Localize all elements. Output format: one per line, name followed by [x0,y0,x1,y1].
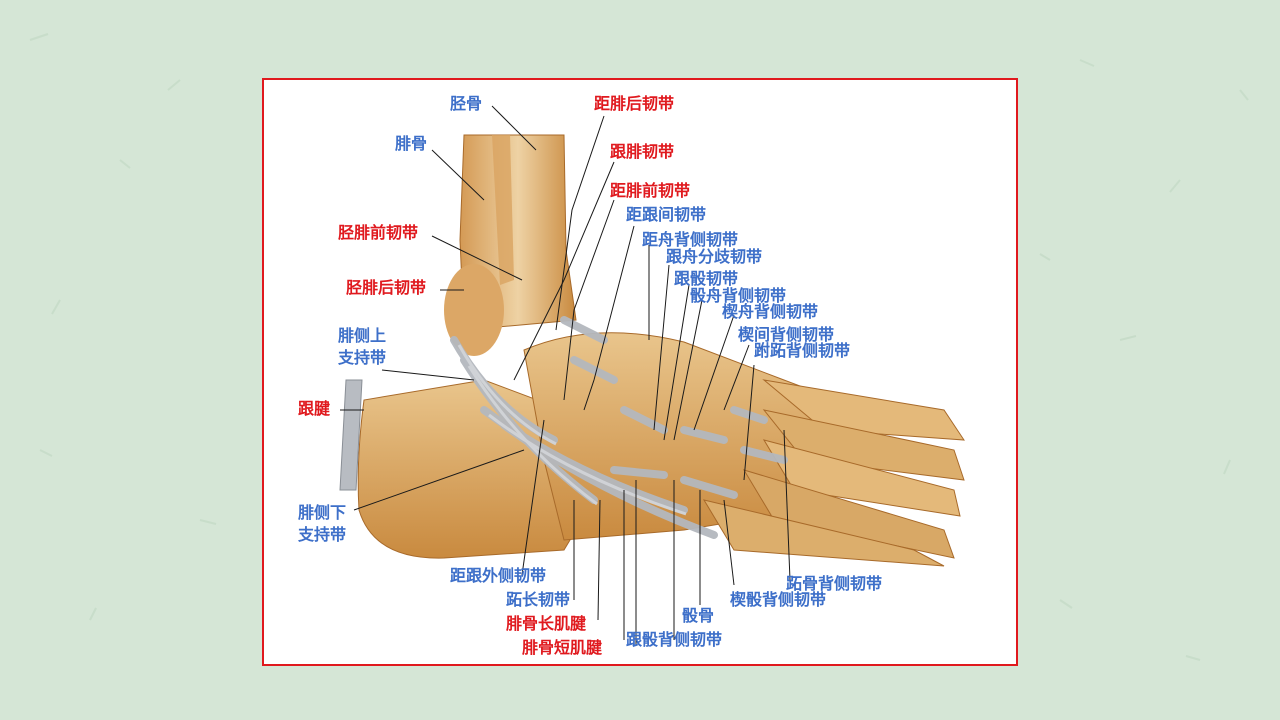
label-dorsal-cuneonavicular-ligament: 楔舟背侧韧带 [722,302,819,321]
label-dorsal-intercuneiform-ligament: 楔间背侧韧带 [738,325,835,344]
label-cuboid-bone: 骰骨 [682,606,715,625]
label-dorsal-metatarsal-ligament: 跖骨背侧韧带 [786,574,883,593]
label-post-tibiofibular-ligament: 胫腓后韧带 [346,278,427,297]
label-dorsal-cuboideonavicular-ligament: 骰舟背侧韧带 [690,286,787,305]
label-superior-peroneal-retinaculum: 腓侧上 支持带 [338,326,387,367]
label-calcaneocuboid-ligament: 跟骰韧带 [674,269,739,288]
label-peroneus-brevis-tendon: 腓骨短肌腱 [522,638,603,657]
label-bifurcate-ligament: 跟舟分歧韧带 [666,247,763,266]
ankle-ligament-illustration [339,105,965,646]
label-dorsal-calcaneocuboid-ligament: 跟骰背侧韧带 [626,630,723,649]
label-ant-tibiofibular-ligament: 胫腓前韧带 [338,223,419,242]
label-inferior-peroneal-retinaculum: 腓侧下 支持带 [298,503,347,544]
label-fibula: 腓骨 [395,134,428,153]
label-lateral-talocalcaneal-ligament: 距跟外侧韧带 [450,566,547,585]
label-calcaneal-tendon: 跟腱 [298,399,331,418]
illustration-frame [262,78,1018,666]
label-peroneus-longus-tendon: 腓骨长肌腱 [506,614,587,633]
label-calcaneofibular-ligament: 跟腓韧带 [610,142,675,161]
label-long-plantar-ligament: 跖长韧带 [506,590,571,609]
label-dorsal-talonavicular-ligament: 距舟背侧韧带 [642,230,739,249]
label-ant-talofibular-ligament: 距腓前韧带 [610,181,691,200]
label-post-talofibular-ligament: 距腓后韧带 [594,94,675,113]
label-dorsal-tarsometatarsal-ligament: 跗跖背侧韧带 [754,341,851,360]
label-interosseous-talocalcaneal-ligament: 距跟间韧带 [626,205,707,224]
label-tibia: 胫骨 [450,94,483,113]
label-dorsal-cuneocuboid-ligament: 楔骰背侧韧带 [730,590,827,609]
